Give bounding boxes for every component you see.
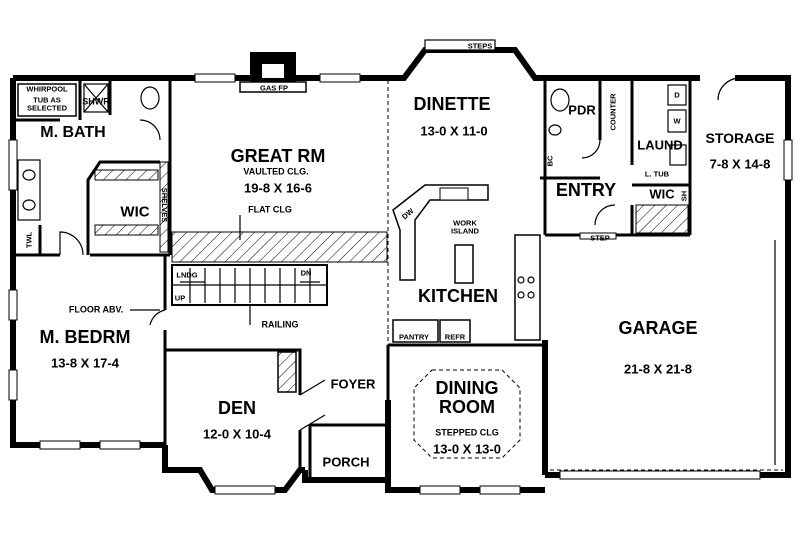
laundry-label: LAUND [637,137,683,153]
shelves-label: SHELVES [159,187,169,223]
shower-label: SHWR [82,96,110,107]
great-room-ceiling-label: VAULTED CLG. [243,166,309,177]
den-dimensions: 12-0 X 10-4 [203,426,271,442]
master-bedroom-label: M. BEDRM [39,327,131,347]
counter-label: COUNTER [608,93,618,131]
gas-fireplace-label: GAS FP [260,83,288,93]
windows [8,73,793,495]
entry-step-label: STEP [590,233,610,243]
dining-room-dimensions: 13-0 X 13-0 [433,441,501,457]
flat-ceiling-hatch [171,231,388,263]
pantry-label: PANTRY [399,332,429,342]
master-bedroom-dimensions: 13-8 X 17-4 [51,355,119,371]
dining-room-label: DINING ROOM [435,378,499,417]
railing-label: RAILING [261,319,299,330]
foyer-label: FOYER [330,376,376,392]
door-swings [59,77,741,431]
shelf-label: SH [679,190,689,202]
work-island-label: WORK ISLAND [451,218,479,235]
den-label: DEN [217,398,257,418]
stairs-up-label: UP [174,293,186,303]
laundry-tub-label: L. TUB [644,169,670,179]
dinette-dimensions: 13-0 X 11-0 [420,123,488,139]
great-room-label: GREAT RM [230,146,326,166]
dinette-label: DINETTE [413,94,491,114]
stairs-down-label: DN [300,268,312,278]
kitchen-label: KITCHEN [418,286,498,306]
master-bath-label: M. BATH [40,124,106,141]
powder-room-label: PDR [568,102,596,118]
entry-label: ENTRY [555,180,617,200]
porch-label: PORCH [322,454,370,470]
whirlpool-label: WHIRPOOL [26,84,68,94]
dryer-label: D [674,90,680,100]
great-room-dimensions: 19-8 X 16-6 [244,180,312,196]
fireplace [239,52,307,93]
flat-ceiling-label: FLAT CLG [248,204,292,215]
master-wic-label: WIC [120,203,150,221]
stair-treads [172,268,327,303]
kitchen-counters [392,184,541,343]
storage-dimensions: 7-8 X 14-8 [709,156,771,172]
floor-above-label: FLOOR ABV. [68,304,124,315]
dining-room-ceiling-outline [413,369,521,459]
bath-fixtures [17,83,689,393]
whirlpool-note-label: TUB AS SELECTED [26,95,67,112]
broom-closet-label: BC [545,155,555,167]
landing-label: LNDG [176,270,198,280]
storage-label: STORAGE [705,130,775,146]
washer-label: W [673,116,681,126]
interior-walls [13,78,692,470]
dining-ceiling-label: STEPPED CLG [435,427,499,438]
dinette-steps-label: STEPS [467,41,493,51]
garage-dimensions: 21-8 X 21-8 [624,361,692,377]
garage-label: GARAGE [618,318,698,338]
refrigerator-label: REFR [444,332,466,342]
entry-wic-label: WIC [649,186,675,202]
towel-label: TWL [24,231,34,249]
